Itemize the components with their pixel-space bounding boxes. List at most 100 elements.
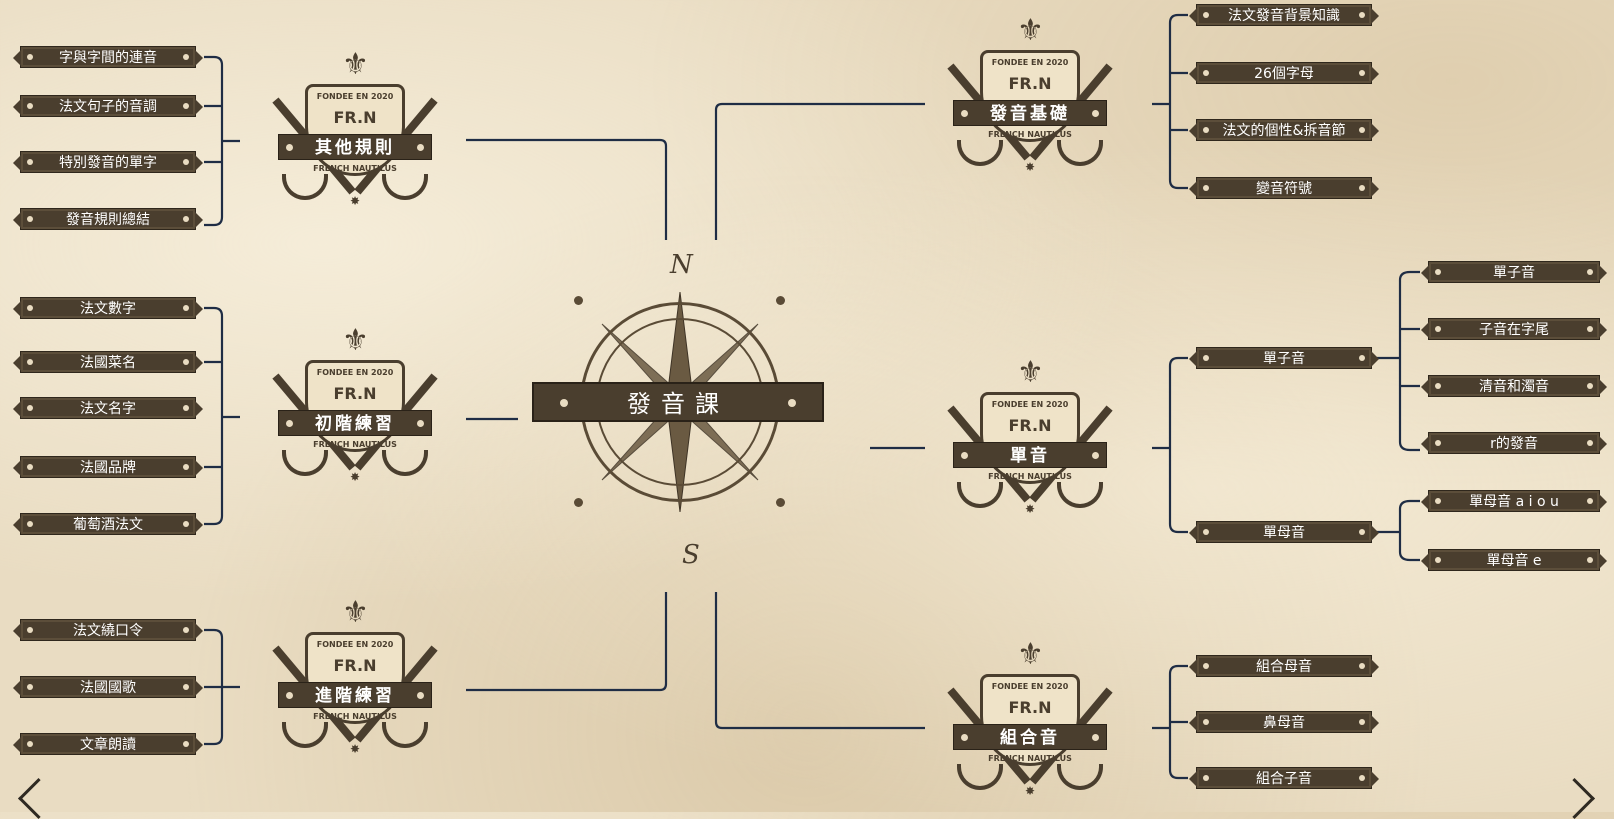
emblem-single[interactable]: ⚜ FONDEE EN 2020 FR.N FRENCH NAUTILUS ✸ …	[945, 354, 1115, 524]
dot	[776, 498, 785, 507]
menu-item-wine[interactable]: 葡萄酒法文	[20, 513, 196, 535]
menu-item-alphabet[interactable]: 26個字母	[1196, 62, 1372, 84]
anchor-icon	[1057, 764, 1103, 790]
menu-item-nasal-vowels[interactable]: 鼻母音	[1196, 711, 1372, 733]
menu-item-reading[interactable]: 文章朗讀	[20, 733, 196, 755]
menu-item-names[interactable]: 法文名字	[20, 397, 196, 419]
menu-item-label: 子音在字尾	[1479, 322, 1549, 338]
menu-item-label: 單子音	[1493, 265, 1535, 281]
menu-item-label: 法文名字	[80, 401, 136, 417]
menu-item-label: 法文繞口令	[73, 623, 143, 639]
section-title-basics: 發音基礎	[953, 100, 1107, 126]
menu-item-dishes[interactable]: 法國菜名	[20, 351, 196, 373]
emblem-bottom-text: FRENCH NAUTILUS	[270, 440, 440, 449]
anchor-icon	[382, 722, 428, 748]
menu-item-label: 法國品牌	[80, 460, 136, 476]
section-title-combined: 組合音	[953, 724, 1107, 750]
section-title-single: 單音	[953, 442, 1107, 468]
menu-item-label: 葡萄酒法文	[73, 517, 143, 533]
section-title-beginner: 初階練習	[278, 410, 432, 436]
menu-item-label: 單母音	[1263, 525, 1305, 541]
course-title-banner[interactable]: 發音課	[532, 382, 824, 422]
dot	[776, 296, 785, 305]
anchor-icon	[282, 722, 328, 748]
menu-item-vowels-aiou[interactable]: 單母音 a i o u	[1428, 490, 1600, 512]
anchor-icon	[1057, 482, 1103, 508]
star-icon: ✸	[350, 470, 360, 484]
emblem-bottom-text: FRENCH NAUTILUS	[270, 712, 440, 721]
fleur-de-lis-icon: ⚜	[1017, 358, 1044, 388]
menu-item-vowel-e[interactable]: 單母音 e	[1428, 549, 1600, 571]
menu-item-label: 鼻母音	[1263, 715, 1305, 731]
menu-item-label: 單母音 a i o u	[1469, 494, 1559, 510]
emblem-founded-text: FONDEE EN 2020	[945, 400, 1115, 409]
menu-item-label: 法文數字	[80, 301, 136, 317]
menu-item-accents[interactable]: 變音符號	[1196, 177, 1372, 199]
menu-item-tongue-twisters[interactable]: 法文繞口令	[20, 619, 196, 641]
menu-item-label: 文章朗讀	[80, 737, 136, 753]
menu-item-label: 字與字間的連音	[59, 50, 157, 66]
emblem-mark: FR.N	[270, 384, 440, 403]
menu-item-special-words[interactable]: 特別發音的單字	[20, 151, 196, 173]
fleur-de-lis-icon: ⚜	[342, 50, 369, 80]
menu-item-rules-summary[interactable]: 發音規則總結	[20, 208, 196, 230]
menu-group-vowels[interactable]: 單母音	[1196, 521, 1372, 543]
emblem-basics[interactable]: ⚜ FONDEE EN 2020 FR.N FRENCH NAUTILUS ✸ …	[945, 12, 1115, 182]
anchor-icon	[382, 450, 428, 476]
menu-item-label: 發音規則總結	[66, 212, 150, 228]
emblem-founded-text: FONDEE EN 2020	[270, 368, 440, 377]
menu-item-label: 法文句子的音調	[59, 99, 157, 115]
anchor-icon	[1057, 140, 1103, 166]
anchor-icon	[957, 140, 1003, 166]
emblem-founded-text: FONDEE EN 2020	[270, 640, 440, 649]
emblem-mark: FR.N	[270, 656, 440, 675]
menu-item-label: 26個字母	[1254, 66, 1314, 82]
menu-item-numbers[interactable]: 法文數字	[20, 297, 196, 319]
star-icon: ✸	[350, 742, 360, 756]
menu-item-label: 法國國歌	[80, 680, 136, 696]
anchor-icon	[957, 764, 1003, 790]
emblem-mark: FR.N	[945, 74, 1115, 93]
menu-item-label: 單母音 e	[1486, 553, 1541, 569]
anchor-icon	[282, 450, 328, 476]
menu-item-label: 清音和濁音	[1479, 379, 1549, 395]
menu-item-final-consonant[interactable]: 子音在字尾	[1428, 318, 1600, 340]
section-title-advanced: 進階練習	[278, 682, 432, 708]
dot	[574, 296, 583, 305]
menu-item-label: 法國菜名	[80, 355, 136, 371]
menu-item-syllables[interactable]: 法文的個性&拆音節	[1196, 119, 1372, 141]
menu-item-background[interactable]: 法文發音背景知識	[1196, 4, 1372, 26]
emblem-founded-text: FONDEE EN 2020	[945, 682, 1115, 691]
emblem-advanced[interactable]: ⚜ FONDEE EN 2020 FR.N FRENCH NAUTILUS ✸ …	[270, 594, 440, 764]
fleur-de-lis-icon: ⚜	[1017, 16, 1044, 46]
section-title-other-rules: 其他規則	[278, 134, 432, 160]
menu-item-intonation[interactable]: 法文句子的音調	[20, 95, 196, 117]
menu-item-anthem[interactable]: 法國國歌	[20, 676, 196, 698]
emblem-bottom-text: FRENCH NAUTILUS	[945, 472, 1115, 481]
menu-item-combined-vowels[interactable]: 組合母音	[1196, 655, 1372, 677]
emblem-combined[interactable]: ⚜ FONDEE EN 2020 FR.N FRENCH NAUTILUS ✸ …	[945, 636, 1115, 806]
star-icon: ✸	[1025, 784, 1035, 798]
emblem-founded-text: FONDEE EN 2020	[270, 92, 440, 101]
star-icon: ✸	[1025, 502, 1035, 516]
menu-item-r-sound[interactable]: r的發音	[1428, 432, 1600, 454]
fleur-de-lis-icon: ⚜	[342, 326, 369, 356]
emblem-beginner[interactable]: ⚜ FONDEE EN 2020 FR.N FRENCH NAUTILUS ✸ …	[270, 322, 440, 492]
menu-item-label: 組合母音	[1256, 659, 1312, 675]
emblem-founded-text: FONDEE EN 2020	[945, 58, 1115, 67]
menu-group-consonants[interactable]: 單子音	[1196, 347, 1372, 369]
menu-item-combined-consonants[interactable]: 組合子音	[1196, 767, 1372, 789]
menu-item-label: 特別發音的單字	[59, 155, 157, 171]
compass-north-label: N	[670, 250, 693, 280]
emblem-mark: FR.N	[945, 416, 1115, 435]
menu-item-voiced-voiceless[interactable]: 清音和濁音	[1428, 375, 1600, 397]
anchor-icon	[957, 482, 1003, 508]
menu-item-liaison[interactable]: 字與字間的連音	[20, 46, 196, 68]
fleur-de-lis-icon: ⚜	[342, 598, 369, 628]
emblem-mark: FR.N	[945, 698, 1115, 717]
compass-south-label: S	[682, 540, 700, 570]
menu-item-single-consonant[interactable]: 單子音	[1428, 261, 1600, 283]
fleur-de-lis-icon: ⚜	[1017, 640, 1044, 670]
emblem-other-rules[interactable]: ⚜ FONDEE EN 2020 FR.N FRENCH NAUTILUS ✸ …	[270, 46, 440, 216]
menu-item-brands[interactable]: 法國品牌	[20, 456, 196, 478]
